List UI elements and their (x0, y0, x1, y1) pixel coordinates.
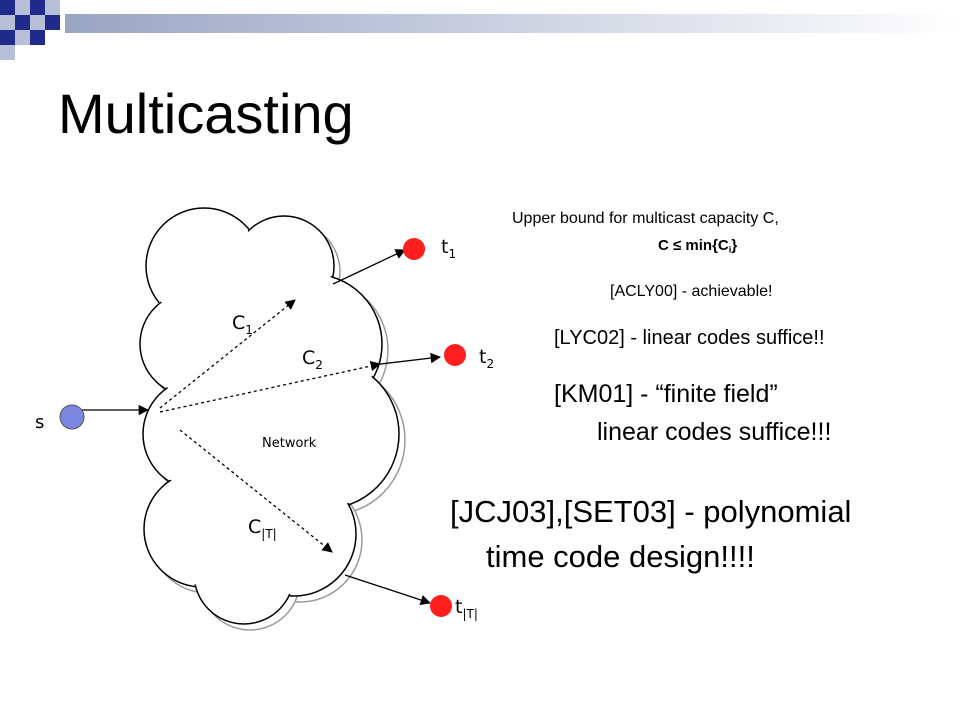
capacity-label-ct: C|T| (248, 516, 277, 541)
jcj-text-line1: [JCJ03],[SET03] - polynomial (450, 494, 852, 529)
header-square (30, 0, 45, 15)
header-decoration (0, 0, 960, 60)
header-square (0, 30, 15, 45)
sink-node-t2 (444, 344, 466, 366)
sink-node-tt (430, 595, 452, 617)
header-square (15, 0, 30, 15)
header-square (30, 15, 45, 30)
header-square (15, 30, 30, 45)
header-square (0, 15, 15, 30)
capacity-label-c2: C2 (302, 347, 323, 372)
header-square (0, 0, 15, 15)
header-gradient-bar (65, 14, 960, 33)
header-square (45, 0, 60, 15)
slide-title: Multicasting (58, 82, 354, 145)
network-label: Network (262, 436, 317, 451)
sink-node-t1 (403, 238, 425, 260)
network-cloud (139, 207, 400, 625)
header-square (15, 15, 30, 30)
capacity-label-c1: C1 (232, 312, 253, 337)
header-square (45, 15, 60, 30)
km-text-line2: linear codes suffice!!! (597, 418, 832, 446)
formula-subscript: i (728, 244, 732, 255)
header-square (0, 45, 15, 60)
header-square (30, 30, 45, 45)
path-c1 (159, 299, 296, 409)
acly-text: [ACLY00] - achievable! (610, 283, 773, 300)
edge-to-tt (344, 574, 431, 606)
formula-prefix: C ≤ min{C (658, 237, 729, 254)
capacity-bound-formula: C ≤ min{Ci} (658, 238, 737, 255)
source-label: s (35, 412, 44, 433)
sink-label-t1: t1 (441, 236, 456, 261)
path-ct (179, 429, 333, 553)
sink-label-t2: t2 (479, 346, 494, 371)
formula-suffix: } (731, 237, 738, 254)
km-text-line1: [KM01] - “finite field” (554, 380, 778, 408)
sink-label-tt: t|T| (455, 596, 478, 621)
source-node (59, 404, 85, 430)
upper-bound-text: Upper bound for multicast capacity C, (512, 210, 779, 227)
lyc-text: [LYC02] - linear codes suffice!! (554, 327, 825, 349)
path-c2 (159, 360, 382, 413)
edge-to-t1 (332, 249, 406, 285)
edge-to-t2 (371, 352, 442, 366)
jcj-text-line2: time code design!!!! (486, 539, 755, 574)
